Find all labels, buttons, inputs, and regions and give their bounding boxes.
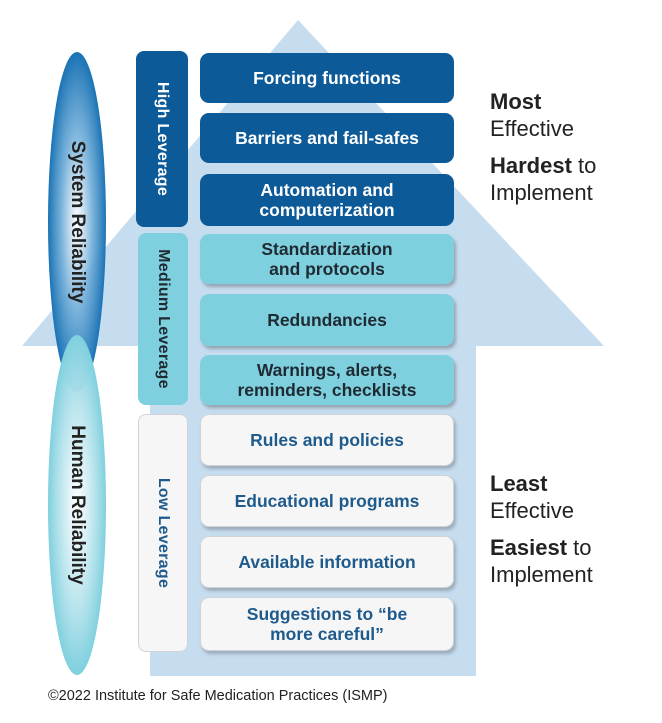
strategy-box-warnings-alerts: Warnings, alerts, reminders, checklists: [200, 355, 454, 405]
medium-leverage-label: Medium Leverage: [155, 249, 172, 389]
low-leverage-bar: Low Leverage: [138, 414, 188, 652]
strategy-box-redundancies: Redundancies: [200, 294, 454, 346]
strategy-box-forcing-functions: Forcing functions: [200, 53, 454, 103]
strategy-box-educational-programs: Educational programs: [200, 475, 454, 527]
high-leverage-bar: High Leverage: [136, 51, 188, 227]
top-effectiveness-text: Most Effective Hardest to Implement: [490, 88, 596, 206]
high-leverage-label: High Leverage: [154, 81, 172, 197]
effective-label-top: Effective: [490, 116, 574, 141]
hardest-label: Hardest: [490, 153, 572, 178]
implement-label-top: Implement: [490, 180, 593, 205]
low-leverage-label: Low Leverage: [155, 477, 172, 589]
most-label: Most: [490, 89, 542, 114]
to-label-top: to: [571, 153, 597, 178]
strategy-box-barriers-fail-safes: Barriers and fail-safes: [200, 113, 454, 163]
system-reliability-text: System Reliability: [67, 140, 88, 304]
human-reliability-label: Human Reliability: [57, 405, 97, 605]
implement-label-bottom: Implement: [490, 562, 593, 587]
human-reliability-text: Human Reliability: [67, 425, 88, 585]
strategy-box-rules-policies: Rules and policies: [200, 414, 454, 466]
to-label-bottom: to: [567, 535, 592, 560]
strategy-box-available-information: Available information: [200, 536, 454, 588]
system-reliability-label: System Reliability: [57, 122, 97, 322]
bottom-effectiveness-text: Least Effective Easiest to Implement: [490, 470, 593, 588]
strategy-box-suggestions-careful: Suggestions to “be more careful”: [200, 597, 454, 651]
strategy-box-automation: Automation and computerization: [200, 174, 454, 226]
medium-leverage-bar: Medium Leverage: [138, 233, 188, 405]
least-label: Least: [490, 471, 548, 496]
human-reliability-ellipse: [48, 335, 106, 675]
effective-label-bottom: Effective: [490, 498, 574, 523]
strategy-box-standardization: Standardization and protocols: [200, 234, 454, 284]
easiest-label: Easiest: [490, 535, 568, 560]
copyright-notice: ©2022 Institute for Safe Medication Prac…: [48, 688, 388, 704]
system-reliability-ellipse: [48, 52, 106, 392]
